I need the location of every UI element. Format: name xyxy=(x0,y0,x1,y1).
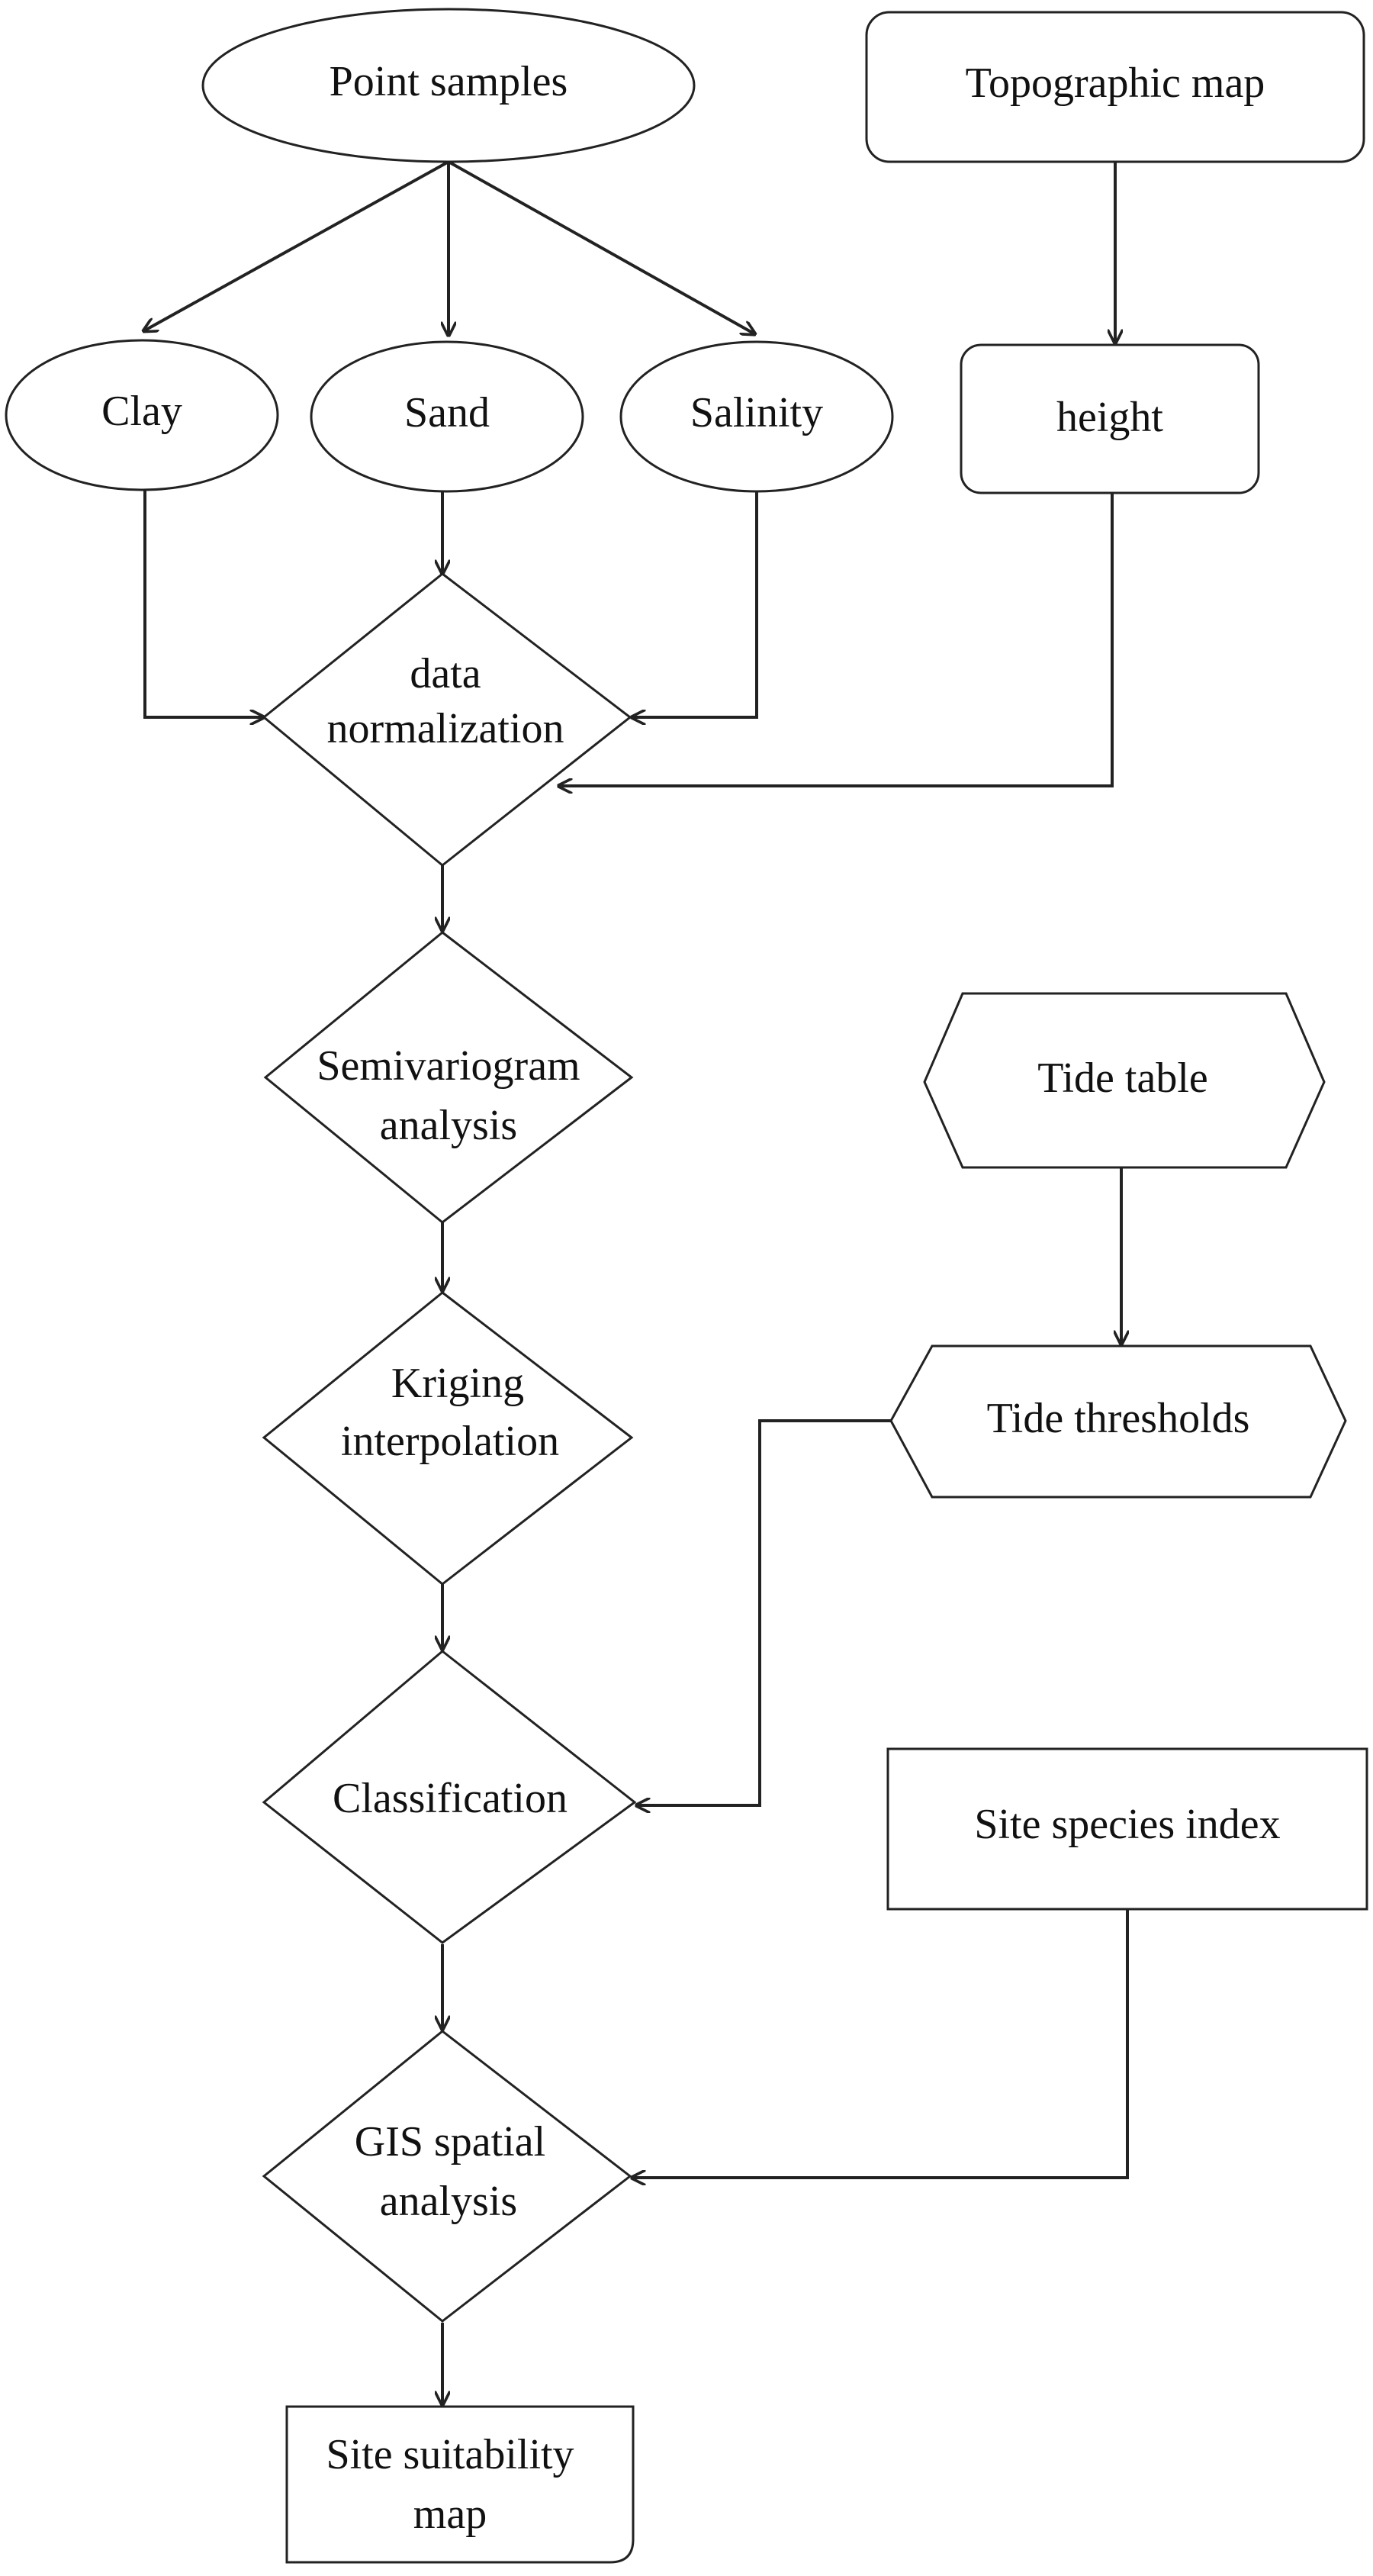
node-tide-table: Tide table xyxy=(923,992,1326,1169)
point-samples-ellipse xyxy=(201,8,696,163)
edge-salinity-to-data-normalization xyxy=(632,490,758,717)
tide-thresholds-hexagon xyxy=(889,1344,1347,1499)
classification-diamond xyxy=(262,1650,637,1944)
kriging-interpolation-diamond xyxy=(262,1291,634,1586)
node-height: height xyxy=(960,343,1260,494)
salinity-label: Salinity xyxy=(690,389,823,436)
sand-label: Sand xyxy=(404,389,490,436)
node-salinity: Salinity xyxy=(619,340,894,493)
node-site-suitability-map: Site suitability map xyxy=(285,2405,635,2564)
edge-tide-thresholds-to-classification xyxy=(636,1419,891,1805)
gis-spatial-analysis-diamond xyxy=(262,2030,632,2323)
sand-ellipse xyxy=(310,340,584,493)
node-kriging-interpolation: Kriging interpolation xyxy=(262,1291,634,1586)
data-normalization-diamond xyxy=(262,572,632,867)
node-site-species-index: Site species index xyxy=(886,1747,1368,1911)
site-suitability-map-label-line1: Site suitability xyxy=(326,2431,574,2478)
kriging-interpolation-label-line2: interpolation xyxy=(341,1418,559,1465)
salinity-ellipse xyxy=(619,340,894,493)
topographic-map-label: Topographic map xyxy=(966,60,1265,107)
topographic-map-box xyxy=(865,11,1365,163)
node-topographic-map: Topographic map xyxy=(865,11,1365,163)
node-sand: Sand xyxy=(310,340,584,493)
site-suitability-map-label-line2: map xyxy=(413,2491,487,2538)
semivariogram-analysis-label-line1: Semivariogram xyxy=(317,1042,580,1090)
site-species-index-box xyxy=(886,1747,1368,1911)
gis-spatial-analysis-label-line2: analysis xyxy=(380,2178,517,2225)
edge-point-samples-to-salinity xyxy=(448,160,755,334)
height-label: height xyxy=(1056,394,1163,441)
edge-site-species-index-to-gis xyxy=(632,1909,1129,2178)
node-clay: Clay xyxy=(5,339,279,491)
gis-spatial-analysis-label-line1: GIS spatial xyxy=(355,2118,545,2165)
point-samples-label: Point samples xyxy=(330,58,568,105)
clay-label: Clay xyxy=(101,388,182,435)
node-data-normalization: data normalization xyxy=(262,572,632,867)
node-classification: Classification xyxy=(262,1650,637,1944)
data-normalization-label-line2: normalization xyxy=(326,705,564,752)
node-point-samples: Point samples xyxy=(201,8,696,163)
data-normalization-label-line1: data xyxy=(410,650,481,697)
node-semivariogram-analysis: Semivariogram analysis xyxy=(263,931,634,1224)
edge-height-to-data-normalization xyxy=(558,493,1114,786)
connectors xyxy=(143,160,1129,2405)
height-box xyxy=(960,343,1260,494)
semivariogram-analysis-diamond xyxy=(263,931,634,1224)
node-tide-thresholds: Tide thresholds xyxy=(889,1344,1347,1499)
site-species-index-label: Site species index xyxy=(974,1801,1280,1848)
edge-clay-to-data-normalization xyxy=(143,490,264,717)
tide-table-hexagon xyxy=(923,992,1326,1169)
tide-table-label: Tide table xyxy=(1037,1055,1207,1102)
node-gis-spatial-analysis: GIS spatial analysis xyxy=(262,2030,632,2323)
tide-thresholds-label: Tide thresholds xyxy=(987,1395,1250,1442)
semivariogram-analysis-label-line2: analysis xyxy=(380,1102,517,1149)
classification-label: Classification xyxy=(333,1775,568,1822)
clay-ellipse xyxy=(5,339,279,491)
edge-point-samples-to-clay xyxy=(143,160,449,331)
kriging-interpolation-label-line1: Kriging xyxy=(391,1360,524,1407)
site-suitability-map-box xyxy=(285,2405,635,2564)
